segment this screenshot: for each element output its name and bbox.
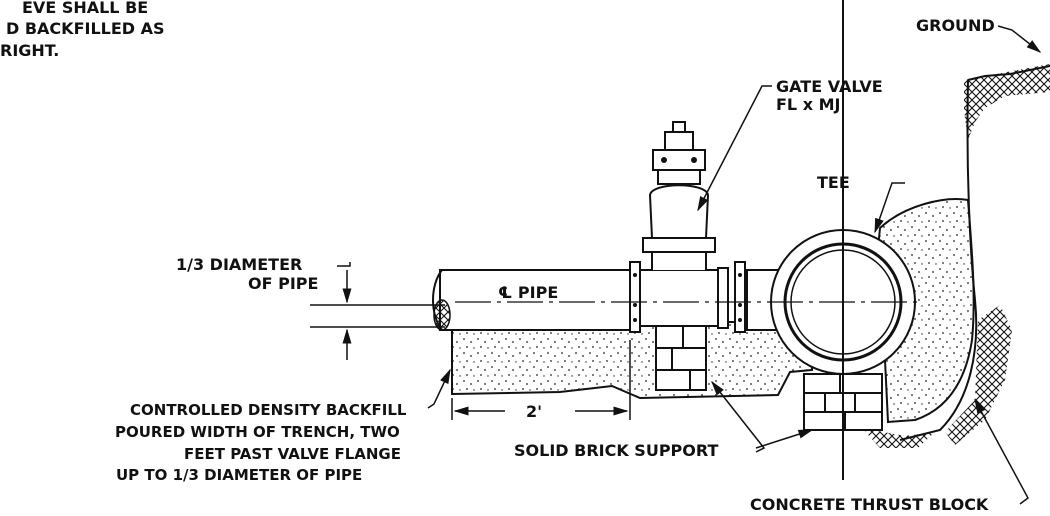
third-diameter-label-2: OF PIPE [248, 274, 318, 293]
top-note-line1: EVE SHALL BE [22, 0, 148, 17]
third-diameter-label-1: 1/3 DIAMETER [176, 255, 302, 274]
backfill-label-3: FEET PAST VALVE FLANGE [184, 445, 401, 463]
pipe-centerline-label: ℄ PIPE [498, 283, 558, 302]
backfill-label-2: POURED WIDTH OF TRENCH, TWO [115, 423, 400, 441]
gate-valve-label-1: GATE VALVE [776, 77, 883, 96]
brick-support-label: SOLID BRICK SUPPORT [514, 441, 718, 460]
leader-lines [427, 25, 1042, 505]
two-foot-label: 2' [526, 402, 542, 421]
controlled-density-backfill [451, 321, 813, 400]
two-foot-dimension [451, 340, 631, 420]
ground-label: GROUND [916, 16, 995, 35]
ground-soil [862, 64, 1050, 448]
backfill-label-1: CONTROLLED DENSITY BACKFILL [130, 401, 407, 419]
brick-support-valve [655, 325, 707, 391]
third-diameter-dimension [337, 262, 352, 360]
thrust-block-label: CONCRETE THRUST BLOCK [750, 495, 989, 514]
pipe [432, 269, 783, 331]
top-note-line3: RIGHT. [0, 41, 59, 60]
gate-valve [629, 121, 746, 333]
top-note-line2: D BACKFILLED AS [6, 19, 165, 38]
gate-valve-label-2: FL x MJ [776, 95, 840, 114]
tee-label: TEE [817, 173, 850, 192]
backfill-label-4: UP TO 1/3 DIAMETER OF PIPE [116, 466, 362, 484]
